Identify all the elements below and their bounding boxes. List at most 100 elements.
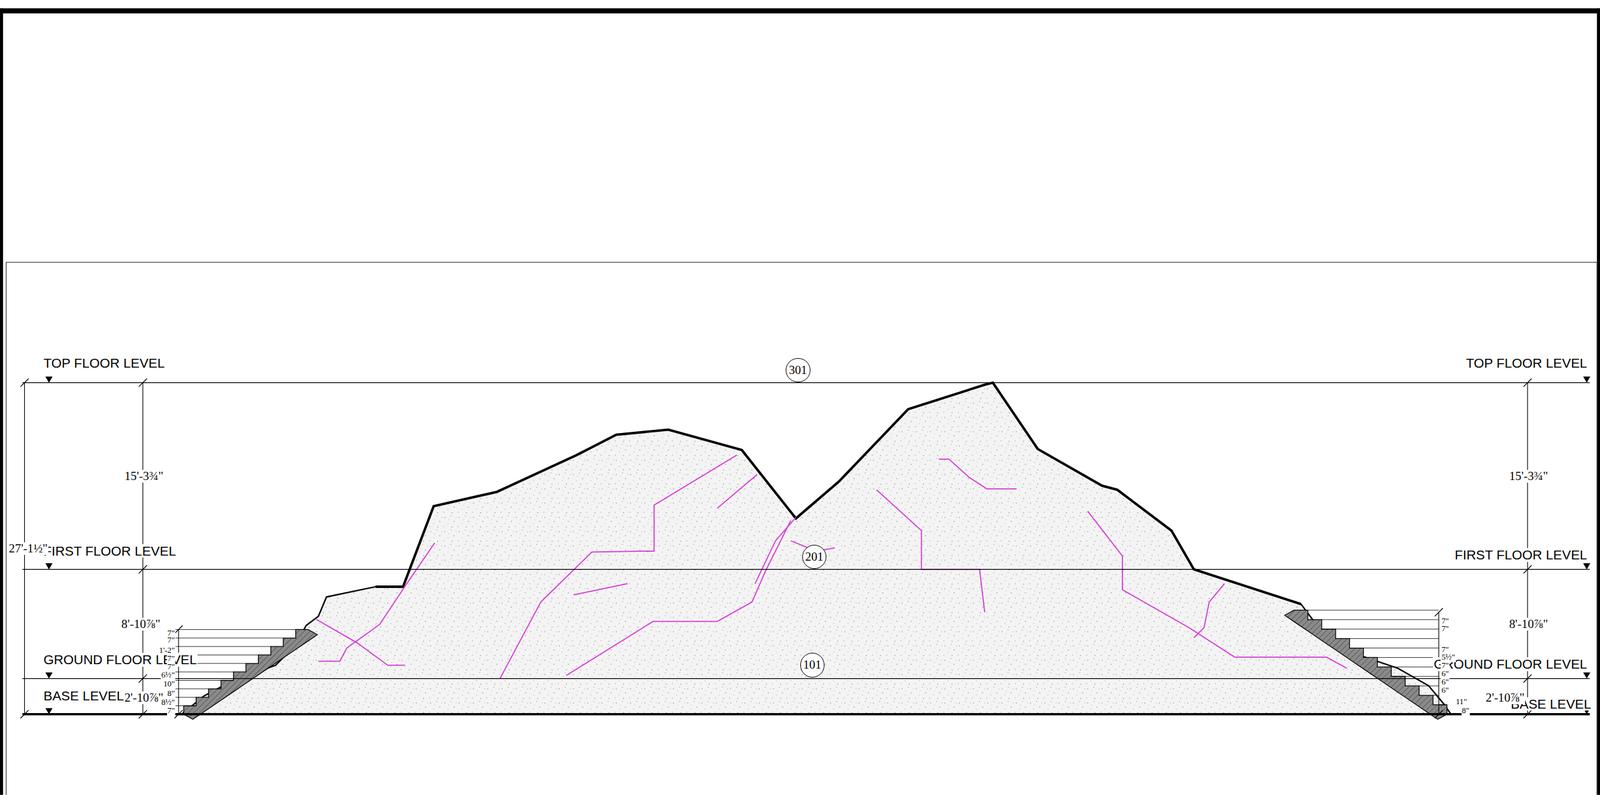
riser-line [175,629,296,631]
level-marker [1582,376,1590,384]
dimension-text: 6" [1440,678,1450,688]
dimension-tick [138,674,147,683]
sheet-right-border [1596,8,1600,795]
crack-line [1088,511,1348,669]
dimension-tick [138,710,147,719]
riser-line [1418,685,1439,687]
dimension-text: 7" [167,636,176,646]
riser-line [1321,619,1439,620]
riser-line [1349,638,1439,639]
crack-line [499,455,737,679]
dimension-tick [138,378,147,387]
dimension-tick [1523,674,1533,683]
dimension-tick [138,565,147,574]
level-label: FIRST FLOOR LEVEL [42,544,177,559]
crack-line [1194,583,1225,638]
dimension-text: 6½" [160,671,176,681]
riser-line [1432,695,1439,697]
dimension-lines [20,378,1532,719]
dimension-tick [174,625,183,634]
dimension-tick [1523,565,1533,574]
level-label: FIRST FLOOR LEVEL [1453,548,1588,563]
level-marker [45,563,53,570]
dimension-text: 10" [162,680,176,690]
crack-line [573,583,628,596]
crack-line [876,489,985,613]
stair [183,629,317,720]
riser-line [1307,609,1439,611]
level-marker [45,708,53,715]
dimension-text: 8" [1461,706,1471,716]
level-marker [1582,563,1590,570]
crack-line [938,459,1017,490]
dimension-tick [174,710,183,719]
level-line [22,713,1590,716]
dimension-text: 2'-10⅞" [1485,691,1526,705]
riser-line [1363,647,1440,649]
dimension-text: 7" [167,654,176,664]
level-line [22,678,1590,679]
dimension-text: 7" [1440,617,1450,627]
artificial-rock [175,383,1451,720]
dimension-text: 8'-10⅞" [120,618,161,631]
dimension-text: 7" [167,663,176,673]
dimension-tick [1523,378,1533,387]
dimension-text: 7" [1440,661,1450,671]
crack-line [566,520,791,676]
dimension-text: 2'-10⅞" [123,691,164,705]
level-marker [45,672,53,679]
callout-number: 301 [788,363,808,378]
level-lines [22,376,1590,715]
riser-line [175,646,271,648]
dimension-text: 8" [167,689,176,699]
level-label: TOP FLOOR LEVEL [42,356,166,371]
riser-line [175,637,284,639]
dimension-text: 8'-10⅞" [1508,618,1549,631]
rock-fill [181,383,1451,715]
dimension-text: 6" [1440,686,1450,696]
dimension-tick [20,378,29,387]
dimension-text: 15'-3¾" [123,470,164,483]
level-label: TOP FLOOR LEVEL [1465,356,1588,371]
crack-line [318,543,435,662]
riser-line [175,680,222,681]
dimension-text: 5½" [1440,653,1456,663]
dimension-tick [20,710,29,719]
riser-line [175,688,209,690]
dimension-text: 7" [1440,625,1450,634]
riser-line [1438,704,1447,706]
level-label: BASE LEVEL [42,689,125,704]
riser-line [1335,628,1439,630]
riser-line [1391,666,1439,668]
crack-line [316,619,406,666]
crack-line [717,474,758,509]
sheet-left-border [0,8,4,795]
riser-line [1377,657,1439,659]
dimension-tick [1434,710,1444,719]
dimension-line [178,629,180,714]
dimension-text: 1'-2" [158,646,176,656]
dimension-text: 7" [167,706,176,716]
dimension-text: 11" [1455,698,1468,707]
callout-circle: 101 [800,652,826,678]
stair [1284,610,1447,720]
dimension-tick [1434,608,1444,617]
level-line [22,382,1590,384]
dimension-tick [1523,710,1533,719]
dimension-text: 6" [1440,670,1450,679]
dimension-text: 8½" [160,698,176,708]
level-line [22,569,1590,570]
view-frame [6,262,1598,795]
callout-circle: 301 [785,358,811,384]
riser-line [1405,676,1439,678]
dimension-text: 27'-1½" [8,542,49,556]
sheet-top-border [0,8,1600,14]
level-marker [45,376,53,384]
level-label: GROUND FLOOR LEVEL [1432,657,1588,672]
level-marker [1582,672,1590,679]
riser-line [175,705,184,707]
riser-line [175,672,234,673]
callout-number: 201 [805,550,824,565]
